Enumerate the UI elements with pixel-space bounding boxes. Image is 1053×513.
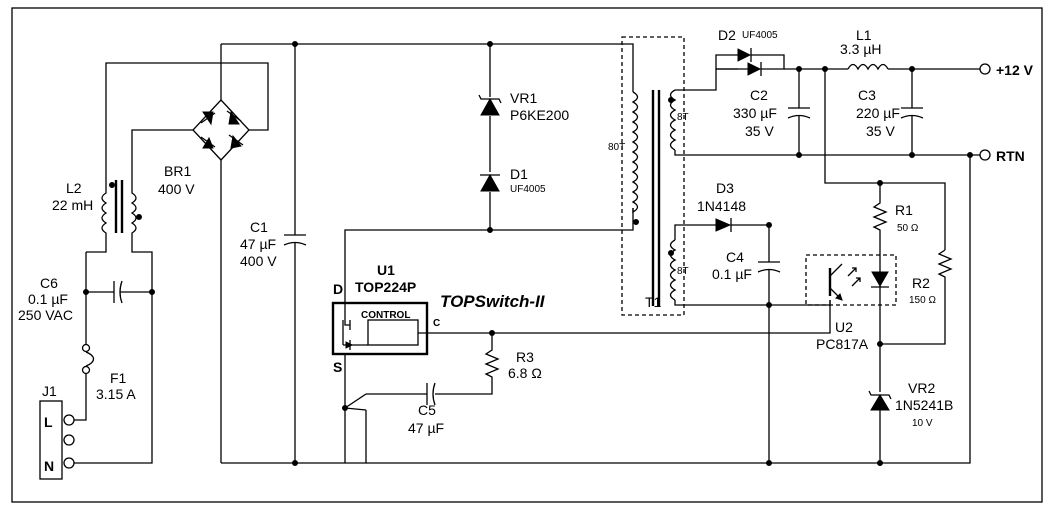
vr2-value: 1N5241B <box>895 397 953 413</box>
vr2-rating: 10 V <box>912 418 933 429</box>
capacitor-c2: C2 330 µF 35 V <box>733 66 811 158</box>
resistor-r3: R3 6.8 Ω <box>435 333 542 395</box>
j1-pin-n: N <box>44 458 54 474</box>
br1-value: 400 V <box>158 181 195 197</box>
t1-bias-turns: 8T <box>677 266 689 277</box>
output-rtn-label: RTN <box>996 148 1025 164</box>
c2-ref: C2 <box>750 87 768 103</box>
capacitor-c6: C6 0.1 µF 250 VAC <box>18 275 155 323</box>
wire-line-in <box>74 370 87 421</box>
c5-ref: C5 <box>418 402 436 418</box>
d1-value: UF4005 <box>510 184 546 195</box>
resistor-r1: R1 50 Ω <box>872 183 919 265</box>
f1-value: 3.15 A <box>96 386 136 402</box>
inductor-l2: L2 22 mH <box>52 180 142 245</box>
c3-ref: C3 <box>858 87 876 103</box>
u1-control-label: CONTROL <box>361 310 410 321</box>
c6-value: 0.1 µF <box>28 291 68 307</box>
diagram-frame <box>11 7 1043 503</box>
l1-value: 3.3 µH <box>840 41 882 57</box>
r2-ref: R2 <box>912 275 930 291</box>
wire-return-rail <box>221 410 367 464</box>
u1-pin-d: D <box>333 281 343 297</box>
vr2-ref: VR2 <box>908 380 935 396</box>
vr1-ref: VR1 <box>510 90 537 106</box>
f1-ref: F1 <box>110 370 127 386</box>
d3-value: 1N4148 <box>697 198 746 214</box>
r2-value: 150 Ω <box>909 295 936 306</box>
transformer-t1: 80T 8T 8T T1 <box>608 36 689 316</box>
l1-ref: L1 <box>856 27 872 43</box>
wire-neutral <box>74 292 153 464</box>
capacitor-c5: C5 47 µF <box>366 382 444 436</box>
t1-secondary-turns: 8T <box>677 112 689 123</box>
diode-d2: D2 UF4005 <box>718 27 785 76</box>
c1-rating: 400 V <box>240 253 277 269</box>
c2-value: 330 µF <box>733 105 777 121</box>
diode-d3: D3 1N4148 <box>697 180 746 232</box>
d1-ref: D1 <box>510 166 528 182</box>
clamp-vr1-d1: VR1 P6KE200 D1 UF4005 <box>478 41 569 233</box>
c1-value: 47 µF <box>240 236 276 252</box>
j1-ref: J1 <box>42 383 57 399</box>
output-pos-label: +12 V <box>996 62 1034 78</box>
inductor-l1: L1 3.3 µH <box>840 27 889 71</box>
l2-value: 22 mH <box>52 197 93 213</box>
c4-ref: C4 <box>726 249 744 265</box>
t1-primary-turns: 80T <box>608 142 625 153</box>
u1-pin-s: S <box>333 359 342 375</box>
u2-ref: U2 <box>835 319 853 335</box>
diagram-title: TOPSwitch-II <box>440 292 546 311</box>
br1-ref: BR1 <box>164 163 191 179</box>
zener-vr2: VR2 1N5241B 10 V <box>868 380 953 466</box>
wire-output-rtn <box>674 150 980 156</box>
t1-ref: T1 <box>645 294 662 310</box>
capacitor-c1: C1 47 µF 400 V <box>240 41 307 466</box>
u2-part: PC817A <box>816 336 869 352</box>
fuse-f1: F1 3.15 A <box>81 343 136 402</box>
optocoupler-u2: U2 PC817A <box>805 254 897 352</box>
c3-value: 220 µF <box>856 105 900 121</box>
r1-value: 50 Ω <box>897 223 919 234</box>
ic-u1: U1 TOP224P CONTROL D S C <box>331 262 440 375</box>
c6-rating: 250 VAC <box>18 307 73 323</box>
u1-ref: U1 <box>377 262 395 278</box>
j1-pin-l: L <box>44 414 53 430</box>
c6-ref: C6 <box>40 275 58 291</box>
c5-value: 47 µF <box>408 420 444 436</box>
l2-ref: L2 <box>66 180 82 196</box>
u1-pin-c: C <box>433 318 440 329</box>
c4-value: 0.1 µF <box>712 266 752 282</box>
u1-part: TOP224P <box>355 279 416 295</box>
wire-hv-rail <box>221 43 634 92</box>
capacitor-c4: C4 0.1 µF <box>712 249 781 466</box>
d2-value: UF4005 <box>742 30 778 41</box>
capacitor-c3: C3 220 µF 35 V <box>856 66 924 158</box>
c3-rating: 35 V <box>866 123 895 139</box>
vr1-value: P6KE200 <box>510 107 569 123</box>
bridge-rectifier-br1: BR1 400 V <box>158 99 250 197</box>
c2-rating: 35 V <box>745 123 774 139</box>
r3-value: 6.8 Ω <box>508 365 542 381</box>
c1-ref: C1 <box>250 219 268 235</box>
r1-ref: R1 <box>895 202 913 218</box>
d2-ref: D2 <box>718 27 736 43</box>
r3-ref: R3 <box>516 349 534 365</box>
resistor-r2: R2 150 Ω <box>880 249 953 345</box>
d3-ref: D3 <box>716 180 734 196</box>
connector-j1: J1 L N <box>39 383 75 480</box>
